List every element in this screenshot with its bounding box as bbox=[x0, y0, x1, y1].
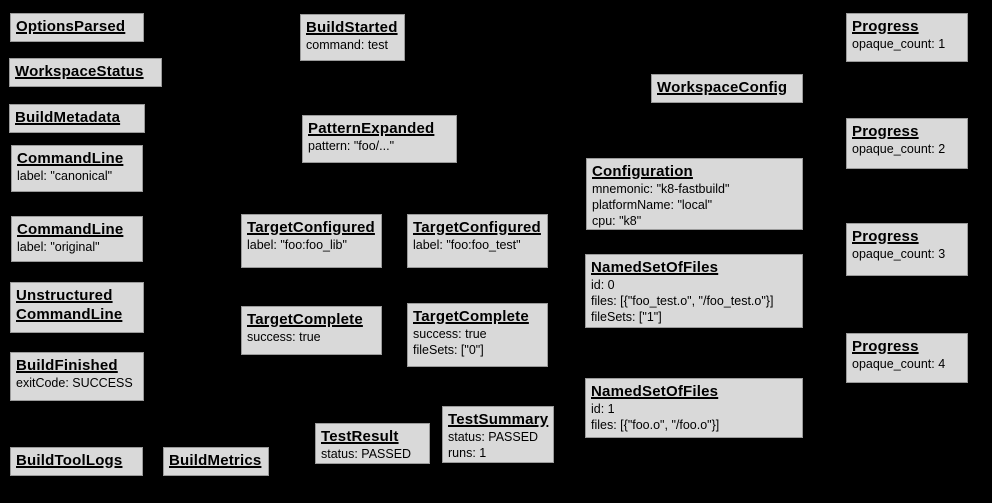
event-node-title: BuildStarted bbox=[306, 19, 398, 36]
event-node-field: success: true bbox=[247, 330, 321, 344]
event-node-title: CommandLine bbox=[16, 306, 123, 323]
event-node-options-parsed: OptionsParsed bbox=[10, 13, 144, 42]
event-node-field: label: "foo:foo_test" bbox=[413, 238, 521, 252]
event-node-field: platformName: "local" bbox=[592, 198, 713, 212]
event-node-progress-3: Progress opaque_count: 3 bbox=[846, 223, 968, 276]
event-node-title: TestSummary bbox=[448, 411, 549, 428]
event-node-title: TargetComplete bbox=[247, 311, 363, 328]
event-node-title: BuildToolLogs bbox=[16, 452, 123, 469]
event-node-field: mnemonic: "k8-fastbuild" bbox=[592, 182, 730, 196]
event-node-test-summary: TestSummary status: PASSED runs: 1 bbox=[442, 406, 554, 463]
event-node-title: Unstructured bbox=[16, 287, 113, 304]
event-node-title: Configuration bbox=[592, 163, 693, 180]
event-node-field: label: "original" bbox=[17, 240, 100, 254]
event-node-title: TargetConfigured bbox=[247, 219, 375, 236]
event-node-title: TargetComplete bbox=[413, 308, 529, 325]
event-node-title: BuildMetadata bbox=[15, 109, 121, 126]
event-node-title: WorkspaceStatus bbox=[15, 63, 144, 80]
event-node-configuration: Configuration mnemonic: "k8-fastbuild" pla… bbox=[586, 158, 803, 230]
event-node-field: label: "canonical" bbox=[17, 169, 113, 183]
event-node-test-result: TestResult status: PASSED bbox=[315, 423, 430, 464]
event-node-field: success: true bbox=[413, 327, 487, 341]
event-node-field: files: [{"foo.o", "/foo.o"}] bbox=[591, 418, 720, 432]
event-node-target-configured-foo-test: TargetConfigured label: "foo:foo_test" bbox=[407, 214, 548, 268]
event-node-title: OptionsParsed bbox=[16, 18, 126, 35]
event-node-build-tool-logs: BuildToolLogs bbox=[10, 447, 143, 476]
event-node-field: exitCode: SUCCESS bbox=[16, 376, 133, 390]
event-node-title: NamedSetOfFiles bbox=[591, 383, 719, 400]
event-node-named-set-of-files-1: NamedSetOfFiles id: 1 files: [{"foo.o", "/… bbox=[585, 378, 803, 438]
event-node-title: Progress bbox=[852, 18, 919, 35]
event-node-field: id: 0 bbox=[591, 278, 615, 292]
event-node-workspace-config: WorkspaceConfig bbox=[651, 74, 803, 103]
event-node-build-metadata: BuildMetadata bbox=[9, 104, 145, 133]
event-node-title: TargetConfigured bbox=[413, 219, 541, 236]
event-node-field: opaque_count: 3 bbox=[852, 247, 946, 261]
event-node-field: id: 1 bbox=[591, 402, 615, 416]
event-node-field: status: PASSED bbox=[448, 430, 539, 444]
event-node-field: opaque_count: 4 bbox=[852, 357, 946, 371]
event-node-title: Progress bbox=[852, 338, 919, 355]
event-node-build-finished: BuildFinished exitCode: SUCCESS bbox=[10, 352, 144, 401]
event-node-title: BuildFinished bbox=[16, 357, 118, 374]
event-node-field: opaque_count: 1 bbox=[852, 37, 946, 51]
event-node-field: opaque_count: 2 bbox=[852, 142, 946, 156]
event-node-target-configured-foo-lib: TargetConfigured label: "foo:foo_lib" bbox=[241, 214, 382, 268]
event-node-command-line-canonical: CommandLine label: "canonical" bbox=[11, 145, 143, 192]
event-node-field: files: [{"foo_test.o", "/foo_test.o"}] bbox=[591, 294, 774, 308]
event-node-target-complete-foo-lib: TargetComplete success: true bbox=[241, 306, 382, 355]
event-node-field: runs: 1 bbox=[448, 446, 487, 460]
event-node-field: pattern: "foo/..." bbox=[308, 139, 395, 153]
event-node-named-set-of-files-0: NamedSetOfFiles id: 0 files: [{"foo_test.o… bbox=[585, 254, 803, 328]
event-node-progress-1: Progress opaque_count: 1 bbox=[846, 13, 968, 62]
event-node-field: command: test bbox=[306, 38, 388, 52]
event-node-build-started: BuildStarted command: test bbox=[300, 14, 405, 61]
event-node-field: fileSets: ["0"] bbox=[413, 343, 484, 357]
event-node-field: label: "foo:foo_lib" bbox=[247, 238, 347, 252]
event-node-title: WorkspaceConfig bbox=[657, 79, 788, 96]
event-node-pattern-expanded: PatternExpanded pattern: "foo/..." bbox=[302, 115, 457, 163]
event-node-command-line-original: CommandLine label: "original" bbox=[11, 216, 143, 262]
event-node-progress-2: Progress opaque_count: 2 bbox=[846, 118, 968, 169]
event-node-title: CommandLine bbox=[17, 150, 124, 167]
event-node-title: BuildMetrics bbox=[169, 452, 262, 469]
event-node-build-metrics: BuildMetrics bbox=[163, 447, 269, 476]
event-node-title: CommandLine bbox=[17, 221, 124, 238]
event-node-field: status: PASSED bbox=[321, 447, 412, 461]
event-node-field: fileSets: ["1"] bbox=[591, 310, 662, 324]
event-node-title: Progress bbox=[852, 228, 919, 245]
event-node-title: TestResult bbox=[321, 428, 399, 445]
event-node-field: cpu: "k8" bbox=[592, 214, 642, 228]
event-node-title: Progress bbox=[852, 123, 919, 140]
event-node-title: PatternExpanded bbox=[308, 120, 435, 137]
event-node-progress-4: Progress opaque_count: 4 bbox=[846, 333, 968, 383]
event-node-title: NamedSetOfFiles bbox=[591, 259, 719, 276]
event-node-target-complete-foo-test: TargetComplete success: true fileSets: ["0… bbox=[407, 303, 548, 367]
event-node-workspace-status: WorkspaceStatus bbox=[9, 58, 162, 87]
